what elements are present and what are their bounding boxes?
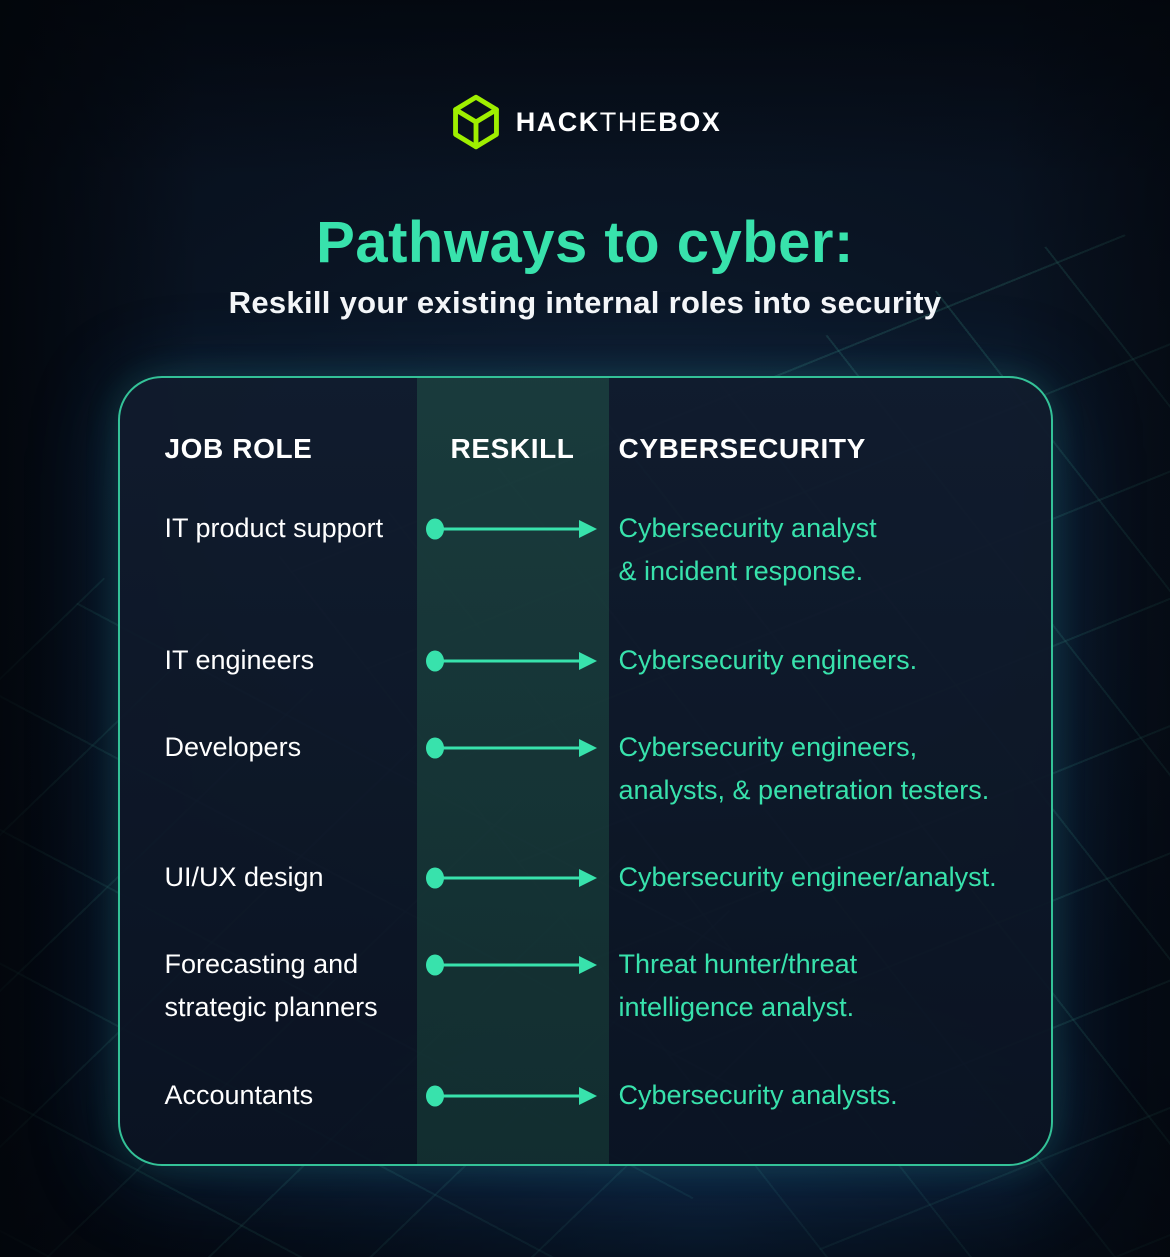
pathways-table-card: JOB ROLE RESKILL CYBERSECURITY IT produc… [117, 376, 1053, 1166]
reskill-arrow [417, 514, 609, 544]
job-role-label: IT engineers [164, 645, 315, 675]
job-role-label: IT product support [164, 513, 384, 543]
reskill-arrow [417, 863, 609, 893]
cybersecurity-role-label: Cybersecurity engineers. [618, 645, 918, 675]
reskill-arrow-icon [425, 954, 597, 976]
reskill-arrow-icon [425, 1085, 597, 1107]
hackthebox-cube-icon [452, 94, 499, 150]
page-subtitle: Reskill your existing internal roles int… [228, 285, 942, 320]
column-header-job-role: JOB ROLE [164, 433, 313, 464]
table-header-row: JOB ROLE RESKILL CYBERSECURITY [120, 432, 1051, 466]
reskill-arrow [417, 646, 609, 676]
job-role-label: Developers [164, 732, 302, 762]
reskill-arrow-icon [425, 737, 597, 759]
reskill-arrow-icon [425, 867, 597, 889]
reskill-column-band [416, 378, 609, 1164]
column-header-cybersecurity: CYBERSECURITY [618, 433, 866, 464]
page-title: Pathways to cyber: [316, 210, 854, 275]
reskill-arrow [417, 733, 609, 763]
brand-box: BOX [658, 106, 722, 137]
reskill-arrow-icon [425, 650, 597, 672]
reskill-arrow [417, 950, 609, 980]
cybersecurity-role-label: Cybersecurity engineer/analyst. [618, 862, 997, 892]
hackthebox-logo: HACKTHEBOX [0, 0, 1170, 150]
column-header-reskill: RESKILL [450, 433, 575, 464]
reskill-arrow [417, 1081, 609, 1111]
brand-hack: HACK [515, 106, 600, 137]
job-role-label: Accountants [164, 1080, 314, 1110]
brand-the: THE [599, 106, 659, 137]
job-role-label: Forecasting and strategic planners [164, 949, 378, 1022]
cybersecurity-role-label: Threat hunter/threat intelligence analys… [618, 949, 858, 1022]
brand-wordmark: HACKTHEBOX [516, 107, 722, 138]
reskill-arrow-icon [425, 518, 597, 540]
cybersecurity-role-label: Cybersecurity analyst & incident respons… [618, 513, 877, 586]
job-role-label: UI/UX design [164, 862, 324, 892]
cybersecurity-role-label: Cybersecurity engineers, analysts, & pen… [618, 732, 990, 805]
cybersecurity-role-label: Cybersecurity analysts. [618, 1080, 898, 1110]
